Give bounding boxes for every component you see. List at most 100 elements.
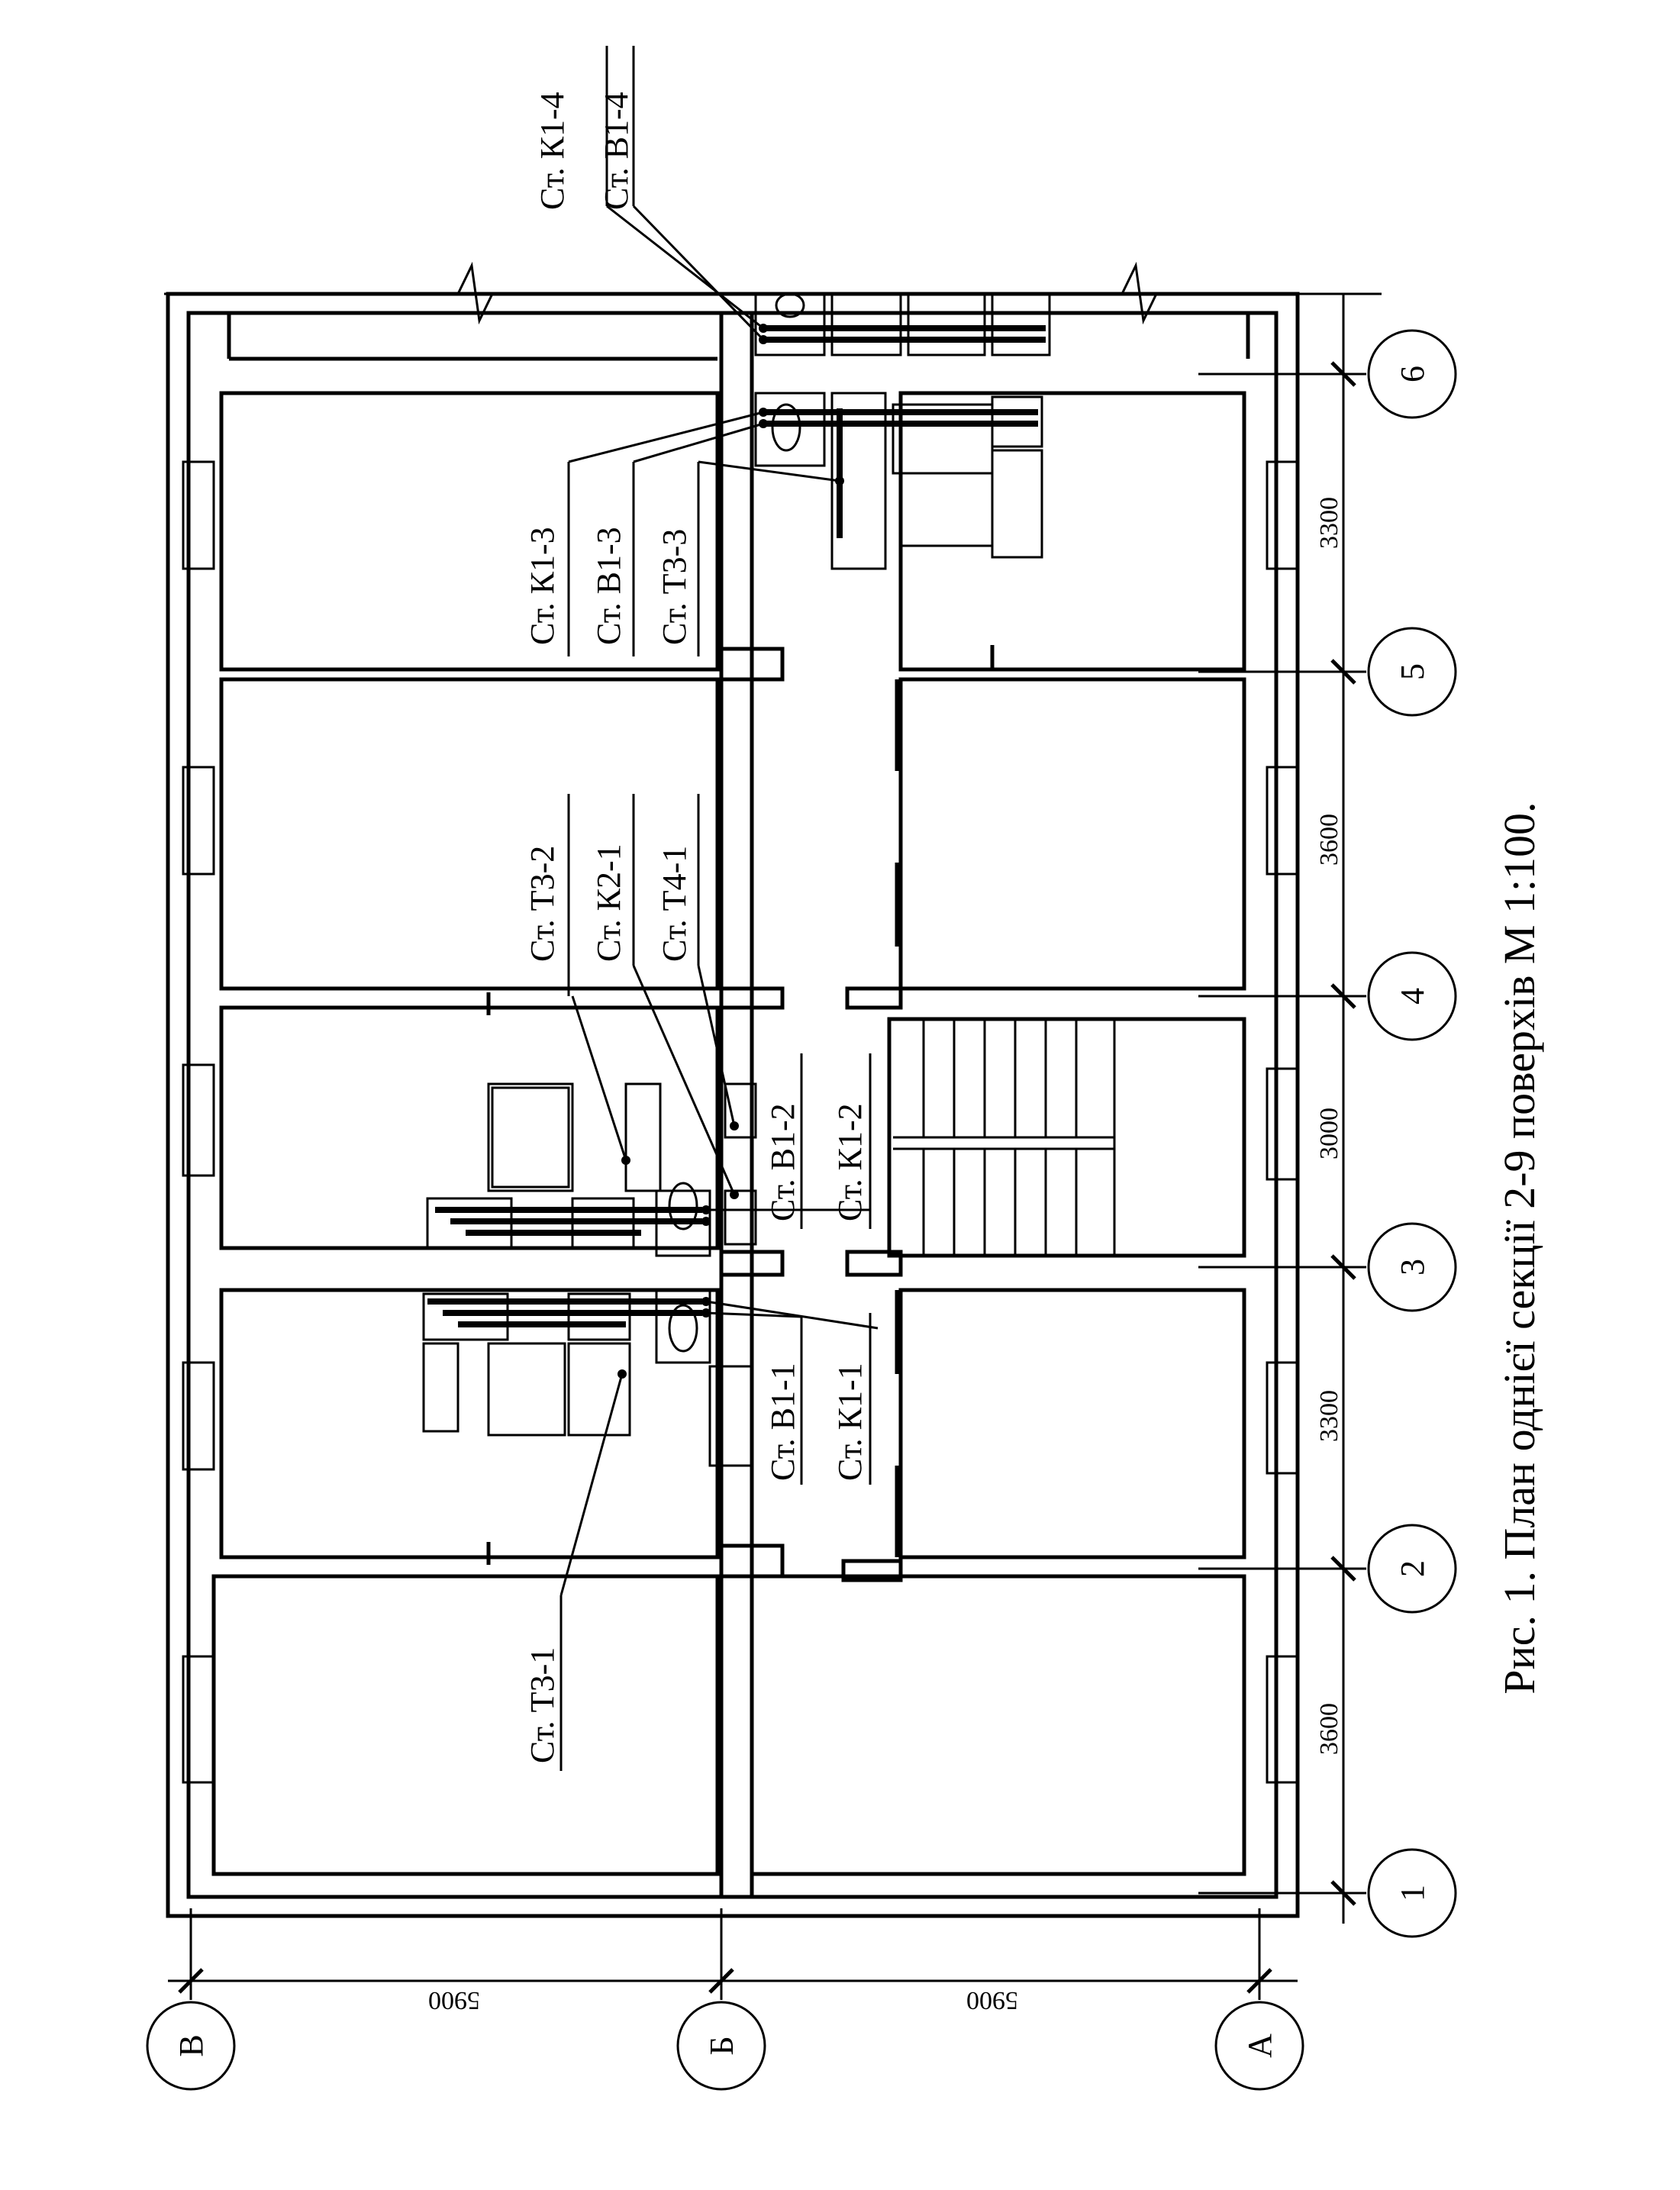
partition — [845, 1250, 903, 1277]
window — [182, 1063, 215, 1177]
partition — [719, 986, 785, 1010]
sink-box — [907, 292, 986, 356]
windows — [182, 460, 1299, 1784]
break-line — [1121, 261, 1382, 325]
figure-caption: Рис. 1. План однієї секції 2-9 поверхів … — [1495, 801, 1544, 1694]
axis-label-1: 1 — [1394, 1885, 1431, 1901]
dimensions-vertical: 5900 5900 — [428, 1986, 1018, 2014]
duct — [724, 1082, 757, 1139]
axis-lines-letters — [168, 1908, 1298, 2000]
tick — [1330, 361, 1356, 387]
dimension-2-3: 3300 — [1315, 1390, 1343, 1442]
riser-label-k1-4: Ст. К1-4 — [534, 92, 571, 210]
sink-box — [422, 1292, 509, 1341]
window — [1266, 1067, 1299, 1181]
wc-bowl — [668, 1182, 698, 1230]
axis-lines-numbers — [1198, 294, 1366, 1924]
bathtub — [899, 472, 994, 547]
window — [182, 766, 215, 876]
window — [182, 460, 215, 570]
wc-bowl — [668, 1304, 698, 1353]
axis-marker-b: Б — [676, 2001, 766, 2091]
axis-marker-5: 5 — [1367, 627, 1457, 717]
shaft — [830, 292, 902, 356]
outer-wall — [166, 292, 1300, 1918]
axis-marker-1: 1 — [1367, 1848, 1457, 1938]
shaft — [624, 1082, 662, 1192]
axis-label-4: 4 — [1394, 988, 1431, 1005]
leader-b1-3 — [633, 422, 764, 463]
sanitary-block-2 — [426, 1082, 757, 1257]
window — [1266, 1655, 1299, 1784]
room-north-1-2 — [211, 1574, 720, 1876]
riser-label-t4-1: Ст. Т4-1 — [656, 846, 693, 962]
riser-node-b1-2 — [701, 1217, 711, 1226]
stairwell — [887, 1017, 1246, 1258]
shaft — [422, 1342, 460, 1433]
sanitary-block-1 — [422, 1289, 753, 1467]
riser-labels: Ст. Т3-1 Ст. В1-1 Ст. К1-1 Ст. В1-2 Ст. … — [524, 46, 872, 1771]
pipe-runs — [427, 325, 1046, 1327]
tick — [1330, 1880, 1356, 1906]
riser-label-k1-1: Ст. К1-1 — [831, 1363, 869, 1481]
leader-k1-3 — [568, 411, 764, 463]
dimension-v-b: 5900 — [428, 1986, 480, 2014]
dimension-3-4: 3000 — [1315, 1108, 1343, 1160]
window — [1266, 766, 1299, 876]
duct — [724, 1189, 757, 1246]
wc-cubicle — [655, 1289, 711, 1364]
bathtub — [487, 1342, 566, 1437]
riser-label-k1-3: Ст. К1-3 — [524, 527, 561, 645]
room-north-2-3 — [219, 1288, 720, 1559]
room-north-5-6 — [219, 391, 720, 672]
building-walls — [166, 292, 1300, 1918]
leader-lines — [559, 205, 879, 1596]
dimensions-horizontal: 3600 3300 3000 3600 3300 — [1315, 497, 1343, 1755]
dimension-5-6: 3300 — [1315, 497, 1343, 549]
axis-marker-a: А — [1214, 2001, 1304, 2091]
partition — [845, 986, 903, 1010]
tick — [1246, 1968, 1272, 1994]
wc-bowl — [771, 403, 801, 452]
leader-t4-1 — [697, 965, 736, 1127]
sink-box — [991, 292, 1051, 356]
room-south-2-3 — [898, 1288, 1246, 1559]
wc-box — [991, 449, 1043, 559]
riser-label-b1-2: Ст. В1-2 — [764, 1103, 801, 1221]
partition — [841, 1559, 903, 1582]
leader-k2-1 — [632, 965, 736, 1195]
window — [1266, 460, 1299, 570]
leader-k1-4 — [606, 205, 764, 330]
riser-label-k2-1: Ст. К2-1 — [590, 843, 627, 962]
riser-label-t3-3: Ст. Т3-3 — [656, 529, 693, 645]
axis-marker-4: 4 — [1367, 951, 1457, 1041]
window — [1266, 1361, 1299, 1475]
axis-markers-letters: В Б А — [146, 2001, 1304, 2091]
axis-label-2: 2 — [1394, 1560, 1431, 1577]
leader-t3-3 — [698, 460, 840, 482]
tick — [1330, 1556, 1356, 1582]
axis-label-v: В — [173, 2034, 210, 2056]
axis-label-3: 3 — [1394, 1259, 1431, 1276]
tick — [1330, 983, 1356, 1009]
room-south-4-5 — [898, 677, 1246, 991]
axis-marker-v: В — [146, 2001, 236, 2091]
partition — [719, 1250, 785, 1277]
axis-marker-6: 6 — [1367, 329, 1457, 419]
riser-label-b1-1: Ст. В1-1 — [764, 1363, 801, 1481]
wc-cubicle — [754, 392, 826, 467]
riser-label-b1-4: Ст. В1-4 — [598, 92, 635, 210]
axis-marker-3: 3 — [1367, 1222, 1457, 1312]
axis-label-5: 5 — [1394, 663, 1431, 680]
riser-label-k1-2: Ст. К1-2 — [831, 1103, 869, 1221]
leader-t3-2 — [571, 995, 627, 1161]
room-south-1-2 — [750, 1574, 1246, 1876]
dimension-1-2: 3600 — [1315, 1703, 1343, 1755]
stair-treads — [893, 1019, 1116, 1256]
axis-label-6: 6 — [1394, 366, 1431, 382]
leader-k1-1 — [705, 1300, 879, 1330]
break-lines — [164, 261, 1382, 361]
room-north-4-5 — [219, 677, 720, 991]
axis-marker-2: 2 — [1367, 1524, 1457, 1614]
